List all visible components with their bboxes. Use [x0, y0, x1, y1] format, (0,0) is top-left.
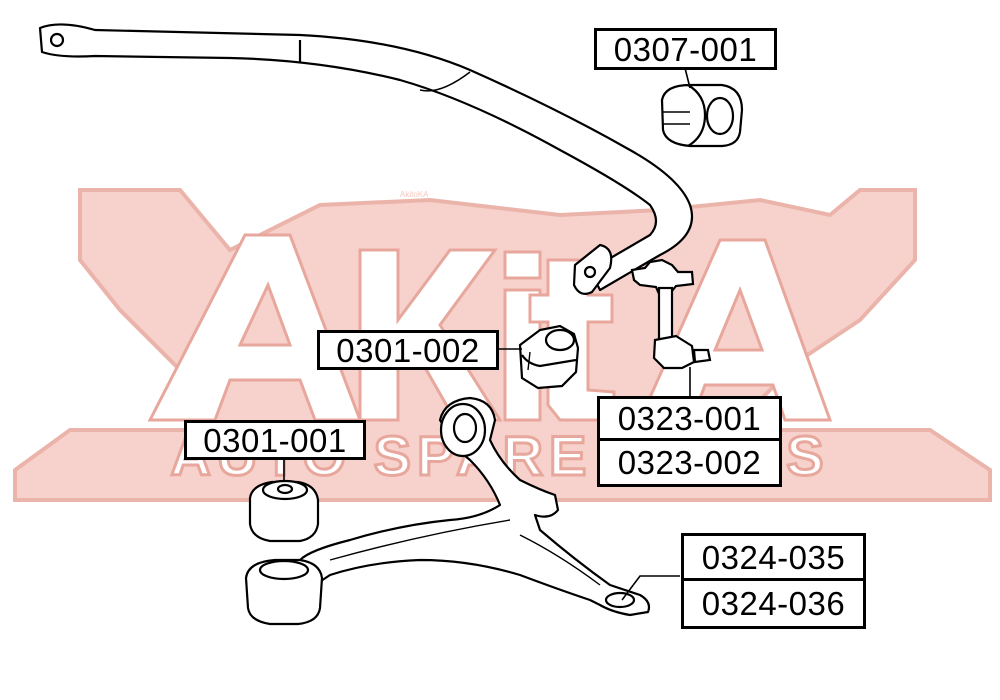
- watermark-brand-text: AkitoKA: [400, 190, 429, 199]
- watermark-logo: AUTO SPARE PARTS: [13, 188, 992, 502]
- arm-bushing-front-part: [248, 479, 320, 543]
- part-label-arm-bushing-rear[interactable]: 0301-002: [317, 330, 499, 370]
- part-label-stabilizer-bushing[interactable]: 0307-001: [594, 28, 777, 70]
- leader-line-0324: [621, 575, 680, 601]
- part-label-stabilizer-link-left[interactable]: 0323-001: [597, 396, 782, 441]
- stabilizer-bar: [38, 23, 694, 295]
- arm-bushing-rear-part: [518, 324, 580, 390]
- leader-line-0307: [684, 67, 691, 89]
- stabilizer-bushing-part: [660, 83, 744, 148]
- part-label-control-arm-left[interactable]: 0324-035: [681, 533, 866, 581]
- part-label-arm-bushing-front[interactable]: 0301-001: [184, 420, 366, 460]
- lower-control-arm-part: [244, 396, 651, 626]
- part-label-stabilizer-link-right[interactable]: 0323-002: [597, 441, 782, 487]
- part-label-control-arm-right[interactable]: 0324-036: [681, 581, 866, 629]
- stabilizer-link-part: [630, 258, 712, 370]
